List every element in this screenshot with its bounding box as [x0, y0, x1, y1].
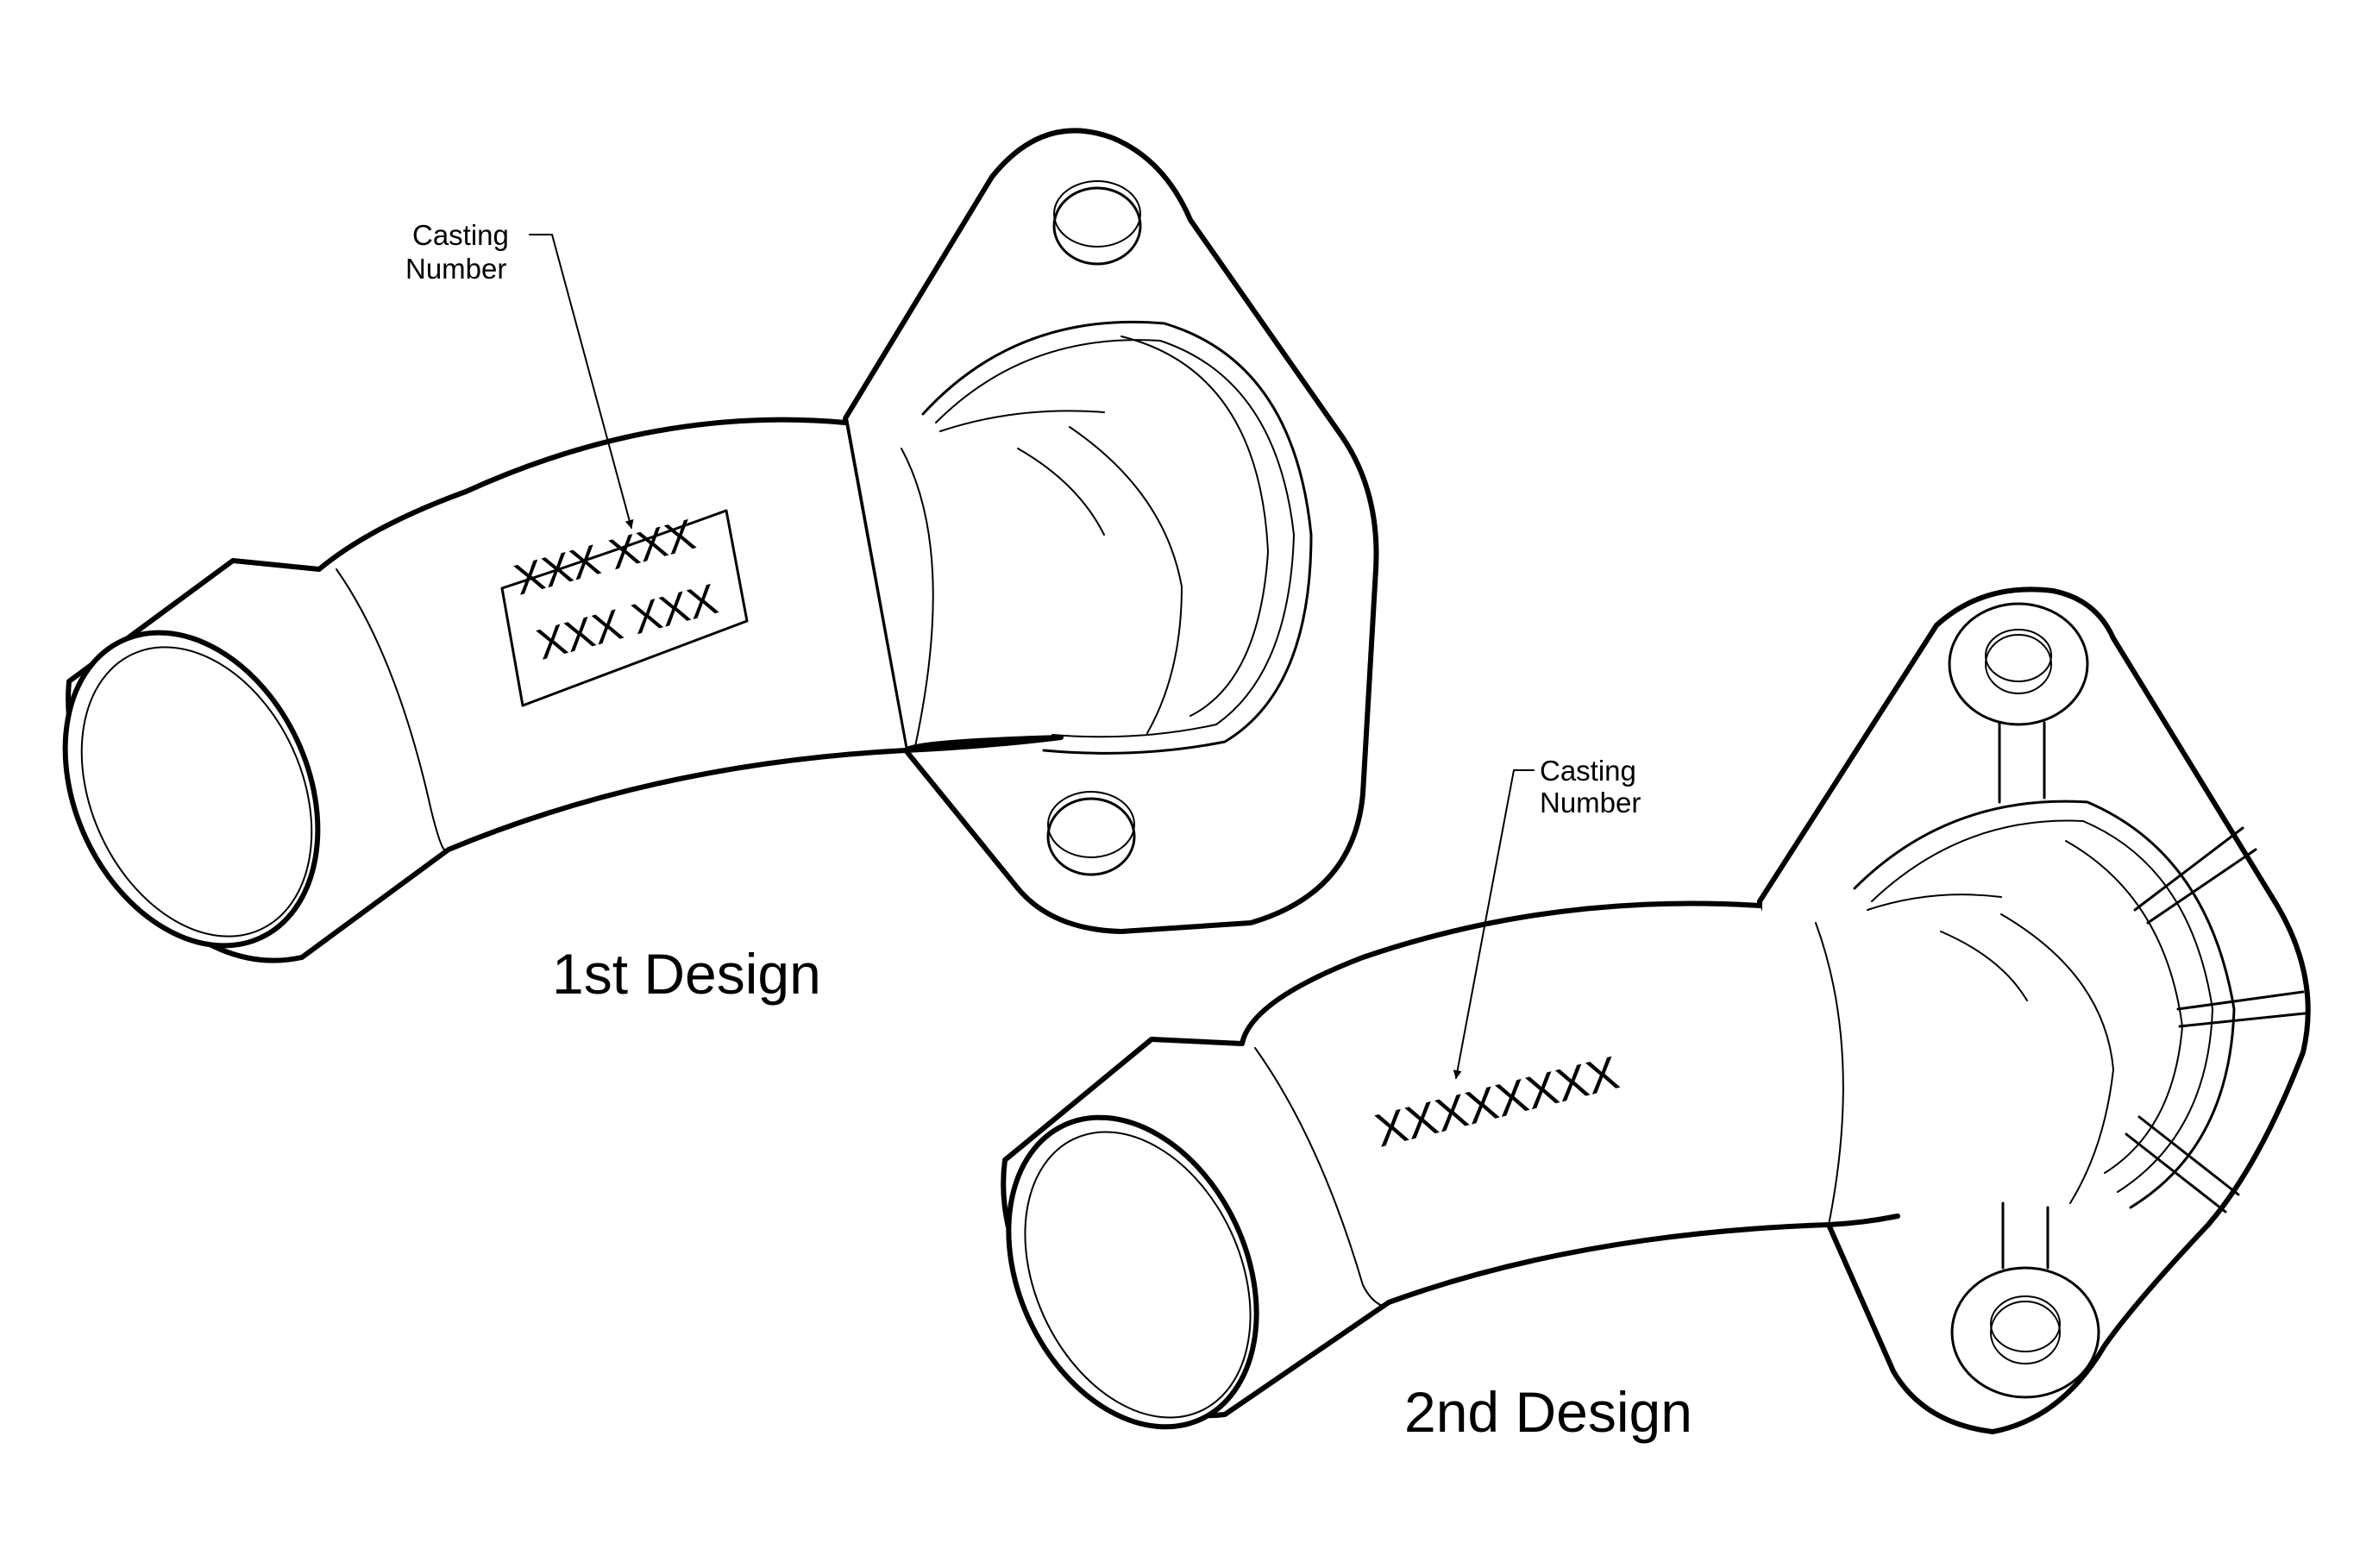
pipe-mouth-1: [62, 630, 321, 949]
callout-casting-number-2: Casting Number: [1453, 755, 1641, 1079]
bolt-boss-bottom-2: [1950, 1201, 2100, 1399]
callout-label-line1: Casting: [412, 219, 509, 251]
flange-1: [843, 128, 1379, 934]
flange-2: [1757, 586, 2311, 1434]
thermostat-housing-1st-design: XXX XXX XXX XXX Casting Number 1st Desig…: [62, 128, 1379, 1006]
outlet-ring-1: [921, 320, 1313, 755]
bolt-boss-top-2: [1948, 602, 2089, 804]
callout-leader-2: [1453, 769, 1535, 1079]
callout-label-line2: Number: [1540, 787, 1641, 818]
thermostat-housing-2nd-design: XXXXXXXX Casting Number 2nd Design: [1001, 586, 2311, 1444]
bolt-boss-bottom-1: [1046, 791, 1136, 876]
design-label-1st: 1st Design: [552, 942, 821, 1006]
callout-label-line2: Number: [405, 253, 506, 285]
rib-2a: [2133, 826, 2257, 925]
bolt-boss-top-1: [1052, 180, 1142, 266]
callout-leader-1: [529, 234, 634, 529]
callout-label-line1: Casting: [1540, 755, 1636, 787]
pipe-mouth-2: [1006, 1114, 1259, 1430]
callout-casting-number-1: Casting Number: [405, 219, 634, 529]
design-label-2nd: 2nd Design: [1404, 1380, 1692, 1444]
rib-2c: [2125, 1115, 2240, 1214]
rib-2b: [2176, 990, 2307, 1028]
